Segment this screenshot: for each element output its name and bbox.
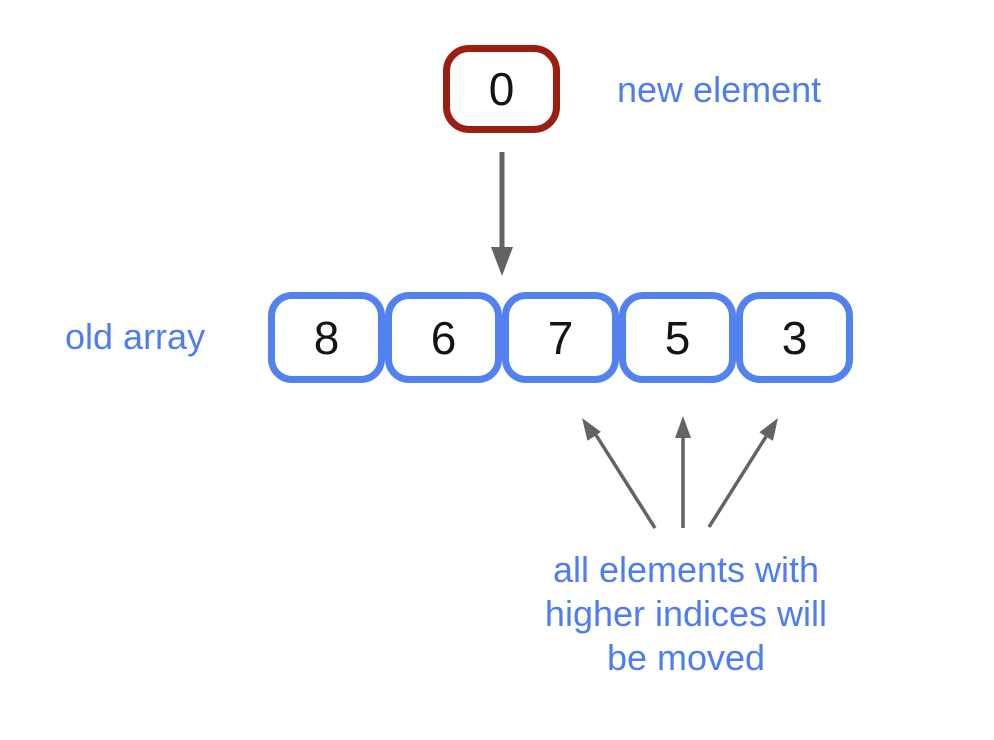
- array-cell-value: 8: [313, 311, 340, 364]
- shift-arrow-middle-icon: [675, 416, 691, 528]
- old-array-row: 8 6 7 5 3: [268, 292, 853, 383]
- new-element-box: 0: [443, 45, 560, 133]
- insert-arrow-icon: [491, 152, 513, 276]
- array-cell-2: 7: [502, 292, 619, 383]
- annotation-line-1: all elements with: [552, 549, 820, 590]
- array-cell-1: 6: [385, 292, 502, 383]
- array-cell-value: 3: [781, 311, 808, 364]
- annotation-line-3: be moved: [606, 637, 766, 678]
- new-element-value: 0: [488, 63, 515, 115]
- annotation-text: all elements with higher indices will be…: [511, 548, 861, 680]
- array-cell-3: 5: [619, 292, 736, 383]
- shift-arrow-left-icon: [582, 418, 657, 529]
- old-array-label: old array: [65, 316, 206, 357]
- array-cell-0: 8: [268, 292, 385, 383]
- annotation-line-2: higher indices will: [544, 593, 828, 634]
- shift-arrow-right-icon: [707, 418, 778, 528]
- array-cell-value: 7: [547, 311, 574, 364]
- array-cell-value: 6: [430, 311, 457, 364]
- array-cell-4: 3: [736, 292, 853, 383]
- new-element-label: new element: [617, 69, 822, 110]
- array-cell-value: 5: [664, 311, 691, 364]
